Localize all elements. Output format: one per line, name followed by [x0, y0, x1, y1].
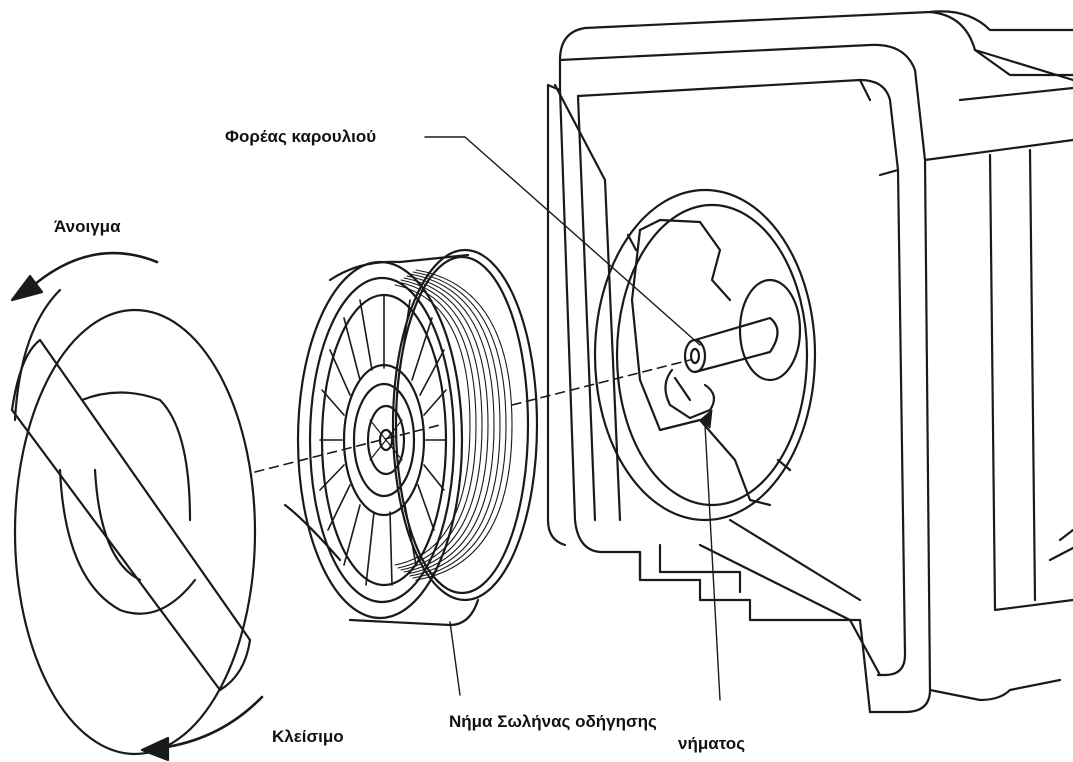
spool-holder-leader: [424, 136, 701, 346]
spool-holder-label: Φορέας καρουλιού: [225, 127, 377, 146]
close-rotation-arrow: [140, 695, 264, 762]
filament-guide-leader: [704, 424, 721, 701]
spool-spokes: [319, 294, 447, 586]
open-label: Άνοιγμα: [54, 217, 121, 236]
spool-holder-recess: [593, 188, 817, 522]
callout-leaders: [424, 136, 721, 701]
spool-spindle: [693, 316, 779, 374]
filament-spool: [283, 248, 539, 627]
printer-body: [546, 10, 1073, 714]
filament-guide-label-line2: νήματος: [678, 734, 746, 753]
open-rotation-arrow: [10, 251, 159, 302]
filament-guide-label-line1: Νήμα Σωλήνας οδήγησης: [449, 712, 657, 731]
close-label: Κλείσιμο: [272, 727, 344, 746]
alignment-axis: [254, 359, 691, 473]
spool-cover: [10, 288, 257, 756]
filament-leader: [449, 621, 461, 696]
